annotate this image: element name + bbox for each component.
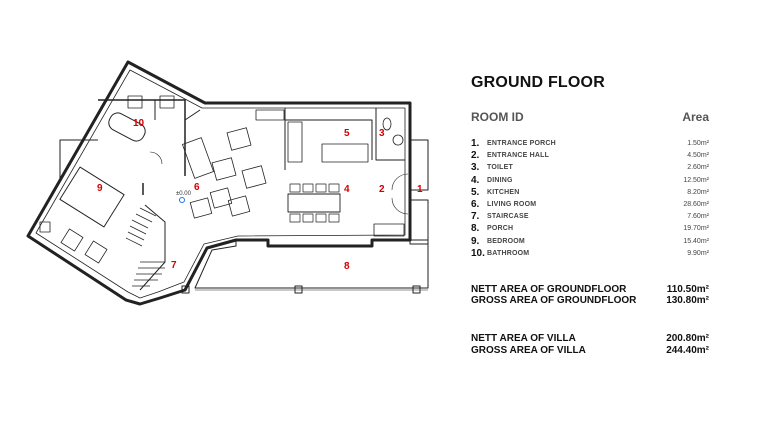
room-label-10: 10 — [133, 118, 145, 129]
bathtub — [108, 112, 146, 142]
room-id-header: ROOM ID — [471, 110, 524, 124]
bathroom-wall — [98, 99, 186, 176]
gross-villa-total: GROSS AREA OF VILLA 244.40m² — [471, 345, 709, 357]
total-label: NETT AREA OF VILLA — [471, 333, 576, 344]
room-label-1: 1 — [417, 184, 423, 195]
room-name: PORCH — [487, 225, 514, 233]
room-name: STAIRCASE — [487, 213, 529, 221]
room-area: 9.90m² — [687, 249, 709, 257]
room-row: 10.BATHROOM 9.90m² — [471, 248, 709, 260]
total-label: GROSS AREA OF VILLA — [471, 345, 586, 356]
room-number: 4. — [471, 174, 480, 186]
room-area: 7.60m² — [687, 213, 709, 221]
area-header: Area — [682, 110, 709, 124]
level-marker: ±0.00 — [176, 191, 192, 197]
kitchen-wall — [284, 108, 373, 170]
room-row: 4. DINING 12.50m² — [471, 175, 709, 187]
room-number: 2. — [471, 150, 480, 162]
room-number: 1. — [471, 138, 480, 149]
room-row: 2. ENTRANCE HALL 4.50m² — [471, 150, 709, 162]
room-area: 2.60m² — [687, 164, 709, 172]
room-number: 3. — [471, 162, 480, 174]
schedule-header: ROOM ID Area — [471, 110, 709, 126]
room-number: 10. — [471, 247, 485, 259]
room-name: ENTRANCE HALL — [487, 152, 550, 160]
nett-villa-total: NETT AREA OF VILLA 200.80m² — [471, 333, 709, 345]
room-name: DINING — [487, 176, 513, 184]
total-value: 244.40m² — [666, 345, 709, 356]
gross-groundfloor-total: GROSS AREA OF GROUNDFLOOR 130.80m² — [471, 295, 709, 307]
room-label-2: 2 — [379, 184, 385, 195]
room-area: 19.70m² — [683, 225, 709, 233]
floor-plan: ±0.00 1 2 3 4 5 6 7 8 9 10 — [26, 60, 429, 306]
room-name: KITCHEN — [487, 188, 520, 196]
room-area: 1.50m² — [687, 140, 709, 147]
total-label: GROSS AREA OF GROUNDFLOOR — [471, 295, 637, 306]
room-row: 7. STAIRCASE 7.60m² — [471, 211, 709, 223]
room-label-3: 3 — [379, 128, 385, 139]
room-row: 8. PORCH 19.70m² — [471, 223, 709, 235]
room-row: 9. BEDROOM 15.40m² — [471, 236, 709, 248]
room-area: 12.50m² — [683, 176, 709, 184]
room-label-6: 6 — [194, 182, 200, 193]
area-schedule: GROUND FLOOR ROOM ID Area 1. ENTRANCE POR… — [471, 74, 711, 356]
room-number: 9. — [471, 235, 480, 247]
room-label-8: 8 — [344, 261, 350, 272]
room-area: 8.20m² — [687, 188, 709, 196]
total-value: 110.50m² — [666, 284, 709, 295]
room-list: 1. ENTRANCE PORCH 1.50m² 2. ENTRANCE HALL 4.… — [471, 138, 709, 260]
room-number: 6. — [471, 198, 480, 210]
outer-wall — [26, 60, 412, 306]
room-area: 28.60m² — [683, 200, 709, 208]
room-row: 6. LIVING ROOM 28.60m² — [471, 199, 709, 211]
staircase — [139, 204, 166, 291]
room-area: 4.50m² — [687, 152, 709, 160]
room-area: 15.40m² — [683, 237, 709, 245]
room-number: 7. — [471, 211, 480, 223]
bedroom-wall — [59, 139, 98, 178]
room-row: 5. KITCHEN 8.20m² — [471, 187, 709, 199]
room-name: BEDROOM — [487, 237, 525, 245]
room-name: ENTRANCE PORCH — [487, 140, 556, 147]
room-label-5: 5 — [344, 128, 350, 139]
room-row: 3. TOILET 2.60m² — [471, 162, 709, 174]
room-name: TOILET — [487, 164, 513, 172]
room-name: LIVING ROOM — [487, 200, 537, 208]
room-label-4: 4 — [344, 184, 350, 195]
room-label-9: 9 — [97, 183, 103, 194]
room-number: 5. — [471, 186, 480, 198]
room-name: BATHROOM — [487, 249, 530, 257]
dining-table — [287, 193, 341, 213]
sofa — [182, 137, 214, 179]
inner-wall-line — [35, 69, 406, 299]
bed — [59, 166, 125, 228]
room-number: 8. — [471, 223, 480, 235]
total-value: 200.80m² — [666, 333, 709, 344]
nett-groundfloor-total: NETT AREA OF GROUNDFLOOR 110.50m² — [471, 284, 709, 296]
total-value: 130.80m² — [666, 295, 709, 306]
room-row: 1. ENTRANCE PORCH 1.50m² — [471, 138, 709, 150]
total-label: NETT AREA OF GROUNDFLOOR — [471, 284, 627, 295]
room-label-7: 7 — [171, 260, 177, 271]
page-title: GROUND FLOOR — [471, 74, 605, 91]
